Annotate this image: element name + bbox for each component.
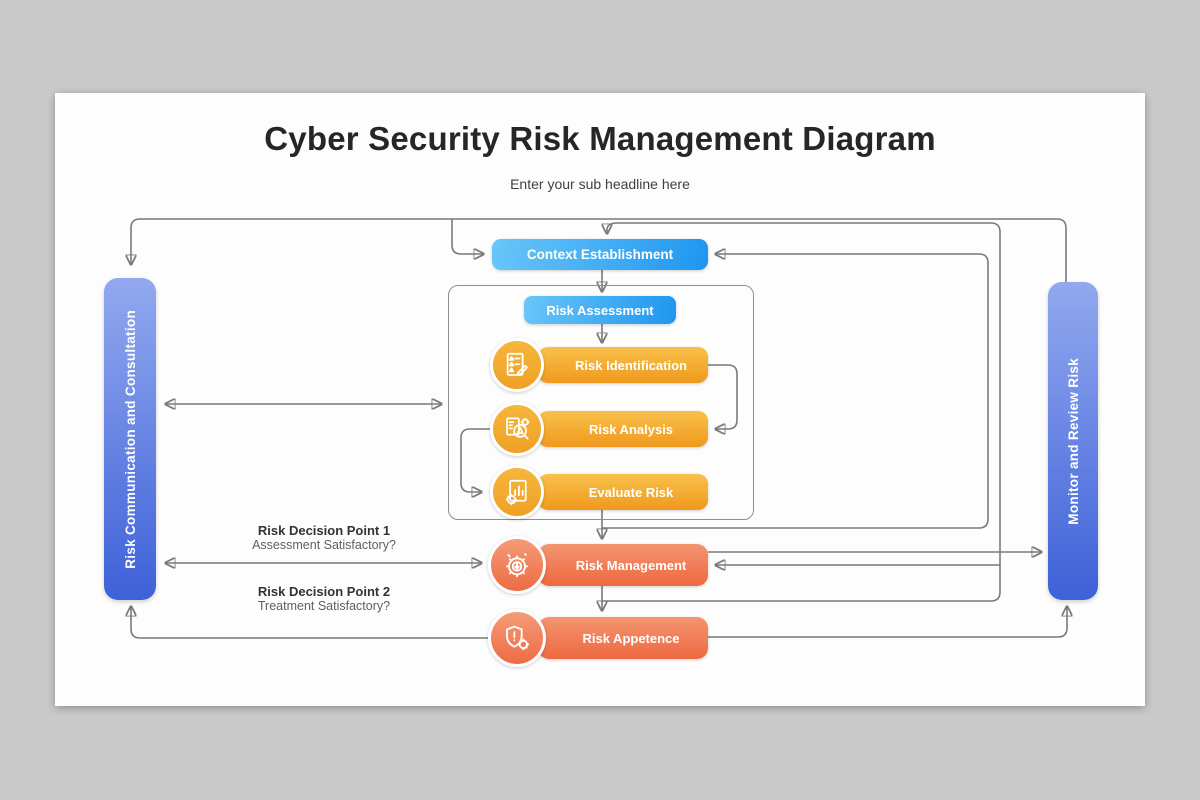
node-label: Risk Appetence xyxy=(582,630,680,646)
evaluate-risk-badge xyxy=(490,465,544,519)
node-label: Context Establishment xyxy=(526,247,674,262)
node-context-establishment: Context Establishment xyxy=(492,239,708,270)
node-label: Risk Identification xyxy=(575,357,687,373)
rail-risk-communication: Risk Communication and Consultation xyxy=(104,278,156,600)
document-magnifier-warning-icon xyxy=(506,417,530,440)
risk-assessment-container xyxy=(448,285,754,520)
risk-analysis-badge xyxy=(490,402,544,456)
node-label: Risk Management xyxy=(575,557,687,573)
node-label: Risk Assessment xyxy=(546,302,654,318)
node-risk-assessment: Risk Assessment xyxy=(524,296,676,324)
node-label: Evaluate Risk xyxy=(588,484,674,500)
node-evaluate-risk: Evaluate Risk xyxy=(538,474,708,510)
risk-identification-badge xyxy=(490,338,544,392)
rail-monitor-review: Monitor and Review Risk xyxy=(1048,282,1098,600)
decision-question: Assessment Satisfactory? xyxy=(252,538,396,552)
page-subtitle: Enter your sub headline here xyxy=(510,176,690,192)
risk-decision-point-2: Risk Decision Point 2 Treatment Satisfac… xyxy=(204,584,444,614)
node-risk-analysis: Risk Analysis xyxy=(538,411,708,447)
risk-decision-point-1: Risk Decision Point 1 Assessment Satisfa… xyxy=(204,523,444,553)
checklist-pencil-icon xyxy=(506,352,528,376)
node-label: Risk Analysis xyxy=(588,421,674,437)
node-risk-management: Risk Management xyxy=(538,544,708,586)
decision-title: Risk Decision Point 2 xyxy=(257,584,391,599)
rail-label: Monitor and Review Risk xyxy=(1065,357,1081,525)
risk-management-badge xyxy=(488,536,546,594)
risk-appetence-badge xyxy=(488,609,546,667)
decision-title: Risk Decision Point 1 xyxy=(257,523,391,538)
node-risk-appetence: Risk Appetence xyxy=(538,617,708,659)
report-chart-gear-icon xyxy=(505,479,527,506)
decision-question: Treatment Satisfactory? xyxy=(257,599,391,613)
gear-download-icon xyxy=(506,553,528,578)
node-risk-identification: Risk Identification xyxy=(538,347,708,383)
rail-label: Risk Communication and Consultation xyxy=(122,309,138,569)
page-title: Cyber Security Risk Management Diagram xyxy=(264,120,936,157)
shield-alert-gear-icon xyxy=(506,625,530,651)
